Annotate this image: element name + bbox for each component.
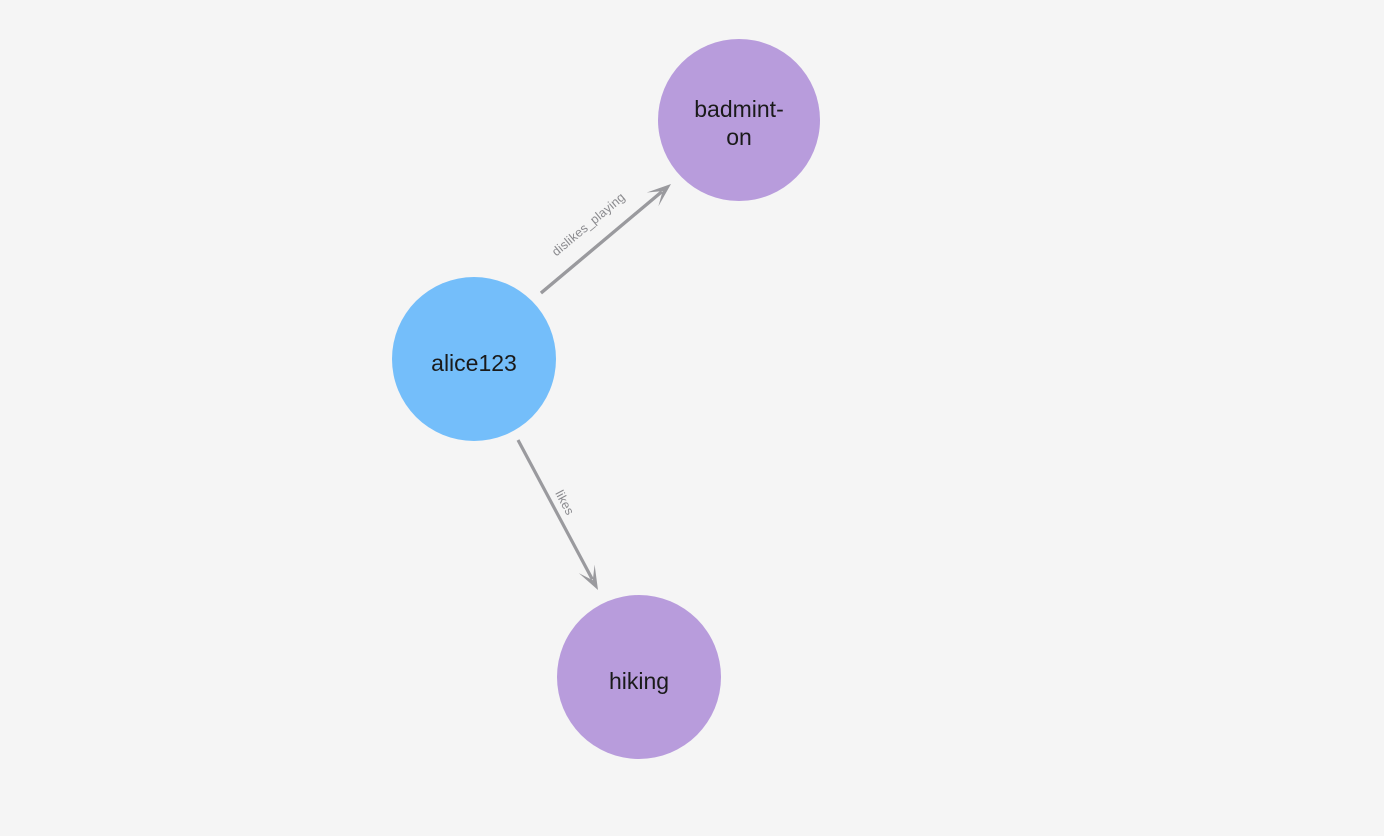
node-circle-hiking[interactable] bbox=[557, 595, 721, 759]
node-circle-badminton[interactable] bbox=[658, 39, 820, 201]
edge-line-likes[interactable] bbox=[516, 439, 594, 581]
arrowhead-dislikes-playing-main bbox=[646, 184, 671, 207]
node-badminton[interactable]: badmint- on bbox=[658, 39, 820, 201]
edge-line-dislikes-playing-b bbox=[539, 190, 663, 295]
node-alice123[interactable]: alice123 bbox=[392, 277, 556, 441]
edge-dislikes-playing[interactable]: dislikes_playing bbox=[539, 184, 671, 295]
node-hiking[interactable]: hiking bbox=[557, 595, 721, 759]
arrowhead-likes-main bbox=[578, 564, 598, 590]
node-circle-alice123[interactable] bbox=[392, 277, 556, 441]
edge-label-dislikes-playing: dislikes_playing bbox=[549, 190, 628, 259]
edge-likes[interactable]: likes bbox=[516, 439, 598, 590]
nodes-layer: badmint- on alice123 hiking bbox=[392, 39, 820, 759]
